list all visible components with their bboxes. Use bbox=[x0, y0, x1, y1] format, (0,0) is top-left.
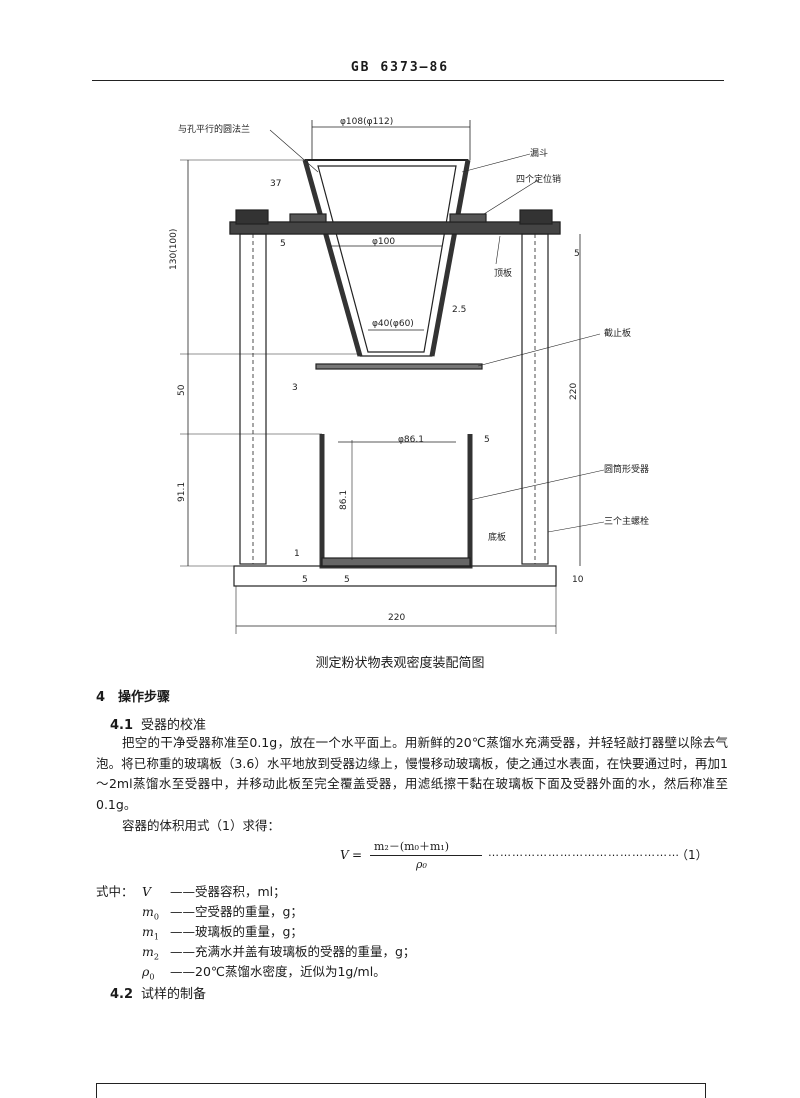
where-description: ——20℃蒸馏水密度，近似为1g/ml。 bbox=[170, 964, 386, 979]
label-flange: 与孔平行的圆法兰 bbox=[178, 123, 250, 135]
label-dim-5b: 5 bbox=[280, 239, 286, 249]
label-dim-91: 91.1 bbox=[177, 482, 187, 502]
label-dia-cup: φ86.1 bbox=[398, 435, 424, 445]
apparatus-figure: 与孔平行的圆法兰 φ108(φ112) 漏斗 四个定位销 φ100 顶板 2.5… bbox=[169, 117, 649, 634]
section-4-heading: 4 操作步骤 bbox=[96, 690, 171, 705]
formula-number: （1） bbox=[676, 848, 708, 862]
where-symbol: ρ0 bbox=[142, 964, 155, 982]
formula-equals: = bbox=[352, 848, 363, 862]
subsection-4-2-title: 试样的制备 bbox=[141, 987, 207, 1002]
formula-1: V = m₂－(m₀＋m₁) ρ₀ ………………………………………… （1） bbox=[330, 838, 730, 878]
label-dim-5a: 5 bbox=[574, 249, 580, 259]
where-symbol: V bbox=[142, 884, 152, 899]
subsection-4-1-title: 受器的校准 bbox=[141, 718, 207, 733]
where-lead: 式中： bbox=[96, 884, 134, 899]
fraction-bar bbox=[370, 855, 482, 856]
formula-denominator: ρ₀ bbox=[416, 858, 427, 871]
where-symbol: m2 bbox=[142, 944, 159, 962]
base-plate bbox=[233, 565, 557, 587]
label-bolts: 三个主螺栓 bbox=[604, 515, 649, 527]
stop-plate bbox=[315, 363, 483, 370]
formula-numerator: m₂－(m₀＋m₁) bbox=[374, 840, 450, 853]
where-item-0: V ——受器容积，ml； bbox=[142, 881, 286, 900]
formula-lhs: V bbox=[340, 848, 349, 862]
figure-caption: 测定粉状物表观密度装配简图 bbox=[315, 656, 485, 671]
subsection-4-2-heading: 4.2 试样的制备 bbox=[110, 983, 206, 1002]
label-dim-130: 130(100) bbox=[169, 229, 179, 270]
label-base-plate: 底板 bbox=[488, 531, 506, 543]
label-dim-10: 10 bbox=[572, 575, 584, 585]
where-description: ——空受器的重量，g； bbox=[170, 904, 303, 919]
header-rule bbox=[92, 80, 724, 81]
label-dim-37: 37 bbox=[270, 179, 281, 189]
label-dim-220h: 220 bbox=[388, 613, 405, 623]
label-dim-5e: 5 bbox=[484, 435, 490, 445]
where-description: ——受器容积，ml； bbox=[170, 884, 286, 899]
label-dim-3: 3 bbox=[292, 383, 298, 393]
where-description: ——玻璃板的重量，g； bbox=[170, 924, 303, 939]
label-dia-mid: φ100 bbox=[372, 237, 395, 247]
label-receiver: 圆筒形受器 bbox=[604, 463, 649, 475]
standard-number: GB 6373—86 bbox=[350, 60, 450, 75]
subsection-4-1-number: 4.1 bbox=[110, 718, 134, 733]
label-dim-86: 86.1 bbox=[339, 490, 349, 510]
label-dim-220v: 220 bbox=[569, 383, 579, 400]
label-dia-top: φ108(φ112) bbox=[340, 117, 393, 127]
label-dim-50: 50 bbox=[177, 384, 187, 396]
volume-intro-paragraph: 容器的体积用式（1）求得： bbox=[122, 818, 280, 833]
label-dia-out: φ40(φ60) bbox=[372, 319, 414, 329]
label-dim-1: 1 bbox=[294, 549, 300, 559]
label-funnel: 漏斗 bbox=[530, 147, 548, 159]
where-item-3: m2 ——充满水并盖有玻璃板的受器的重量，g； bbox=[142, 941, 415, 962]
where-item-4: ρ0 ——20℃蒸馏水密度，近似为1g/ml。 bbox=[142, 961, 386, 982]
label-dim-5d: 5 bbox=[344, 575, 350, 585]
where-symbol: m0 bbox=[142, 904, 159, 922]
label-stop-plate: 截止板 bbox=[604, 327, 631, 339]
where-symbol: m1 bbox=[142, 924, 159, 942]
subsection-4-2-number: 4.2 bbox=[110, 987, 134, 1002]
where-item-2: m1 ——玻璃板的重量，g； bbox=[142, 921, 303, 942]
label-pins: 四个定位销 bbox=[516, 173, 561, 185]
label-dim-5c: 5 bbox=[302, 575, 308, 585]
calibration-paragraph: 把空的干净受器称准至0.1g，放在一个水平面上。用新鲜的20℃蒸馏水充满受器，并… bbox=[96, 735, 728, 812]
funnel-inner bbox=[317, 165, 457, 353]
subsection-4-1-heading: 4.1 受器的校准 bbox=[110, 714, 206, 733]
where-description: ——充满水并盖有玻璃板的受器的重量，g； bbox=[170, 944, 416, 959]
where-item-1: m0 ——空受器的重量，g； bbox=[142, 901, 303, 922]
formula-leader-dots: ………………………………………… bbox=[488, 846, 680, 859]
label-top-plate: 顶板 bbox=[494, 267, 512, 279]
label-wall: 2.5 bbox=[452, 305, 466, 315]
